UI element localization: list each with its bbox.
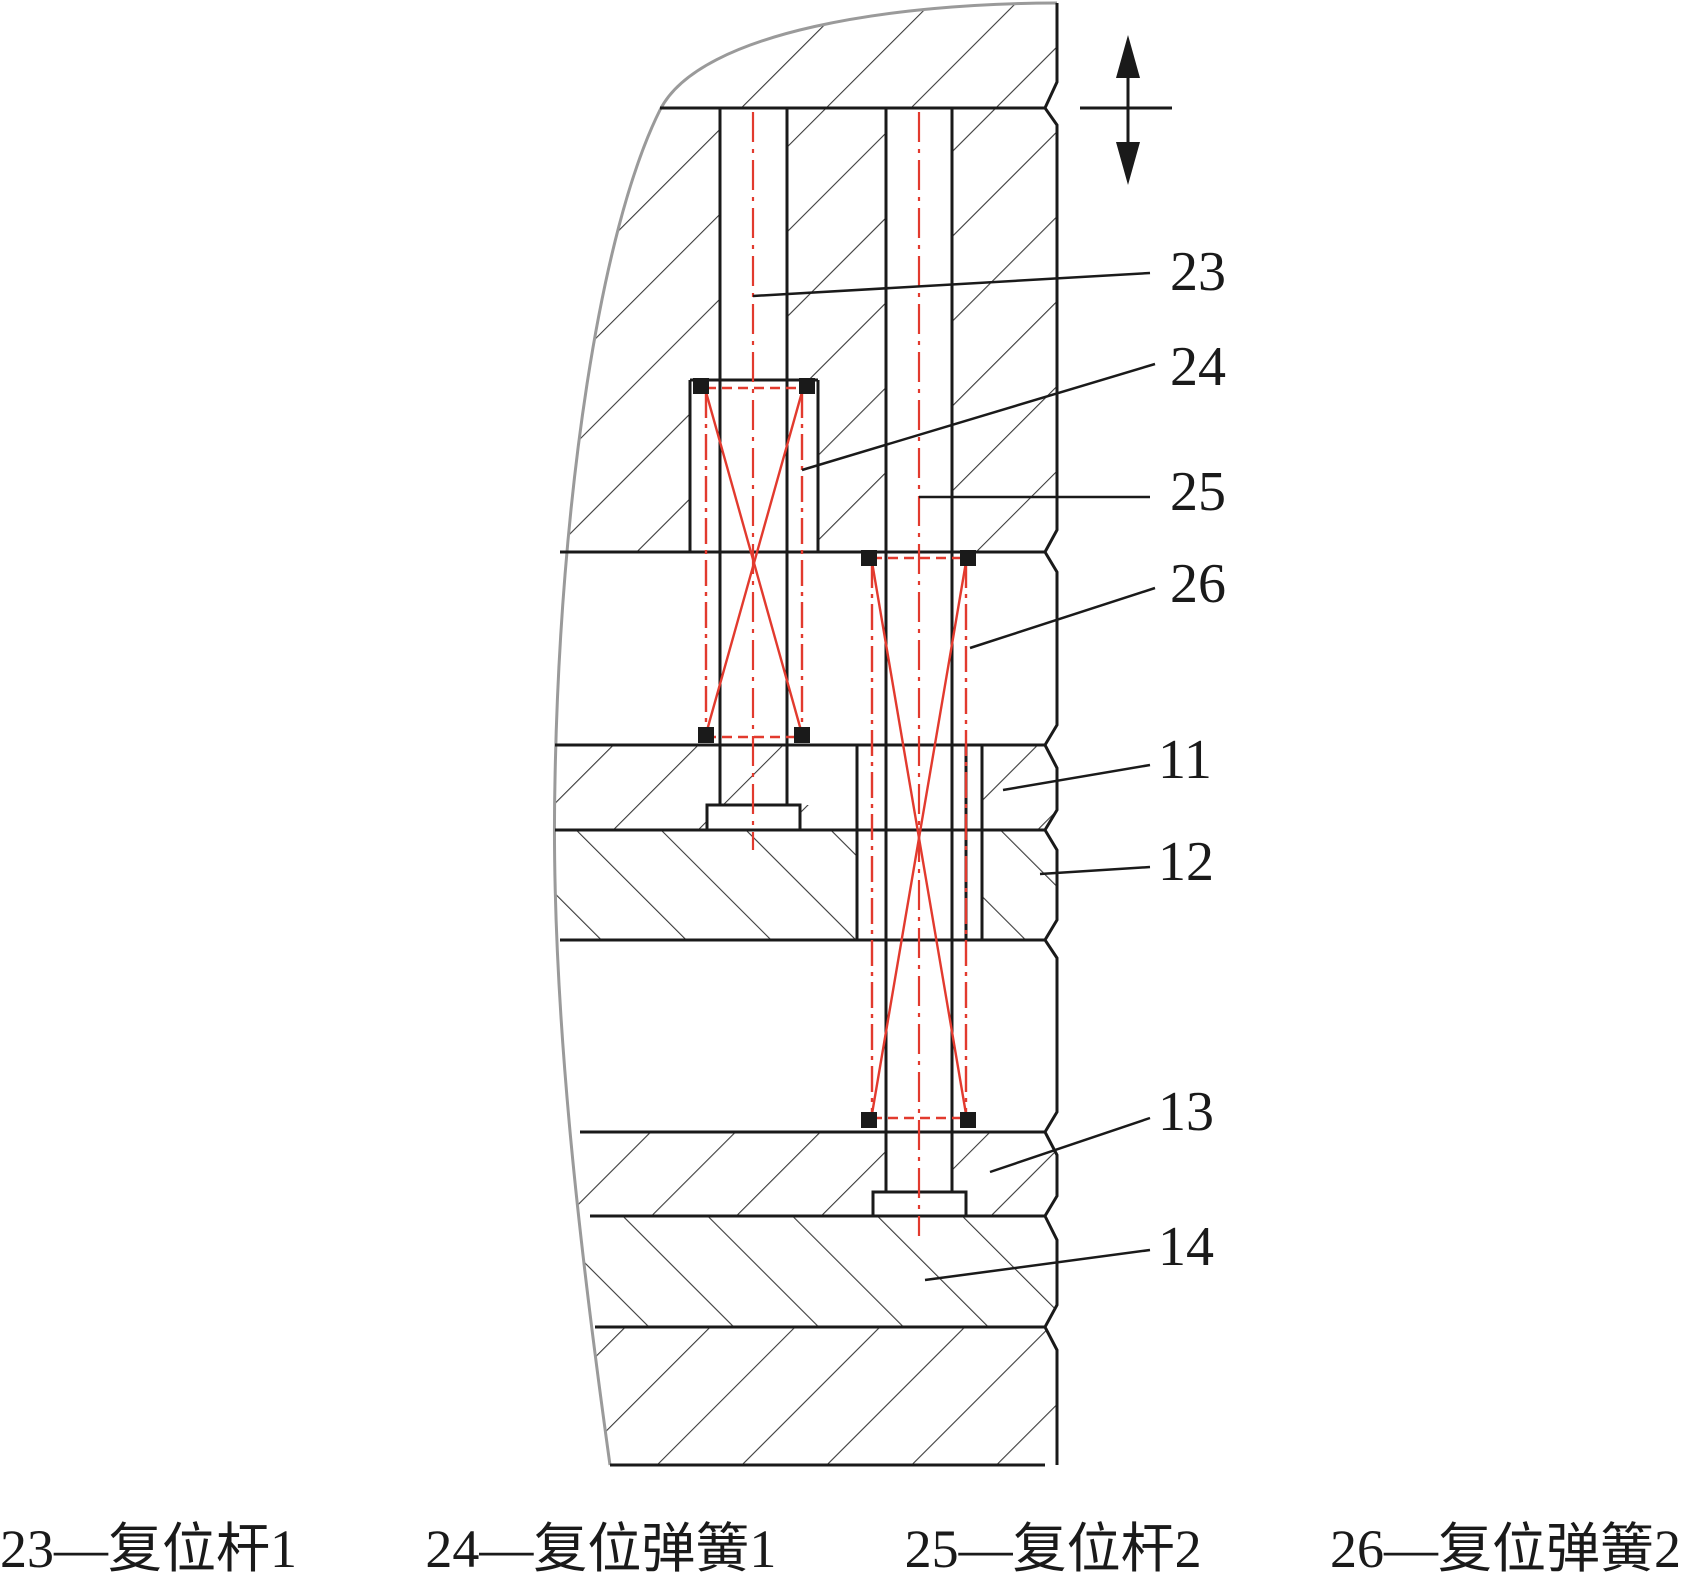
legend: 23—复位杆1 24—复位弹簧1 25—复位杆2 26—复位弹簧2 — [0, 1508, 1681, 1579]
plate-13-right — [952, 1132, 1057, 1216]
plate-14 — [554, 1216, 1057, 1327]
callout-24: 24 — [1170, 336, 1226, 398]
legend-item-23: 23—复位杆1 — [0, 1518, 297, 1579]
plate-group — [554, 3, 1057, 1465]
callout-11: 11 — [1158, 729, 1212, 791]
callout-13: 13 — [1158, 1081, 1214, 1143]
plate-11 — [554, 745, 857, 830]
callout-12: 12 — [1158, 831, 1214, 893]
legend-item-24: 24—复位弹簧1 — [425, 1518, 777, 1579]
centerlines — [751, 112, 921, 1236]
spring-26 — [861, 550, 976, 1128]
top-plate — [600, 3, 1057, 108]
spring-24 — [693, 378, 815, 743]
callout-23: 23 — [1170, 241, 1226, 303]
leader-lines — [752, 271, 1156, 1282]
boundary-curve — [552, 1, 1058, 1466]
bottom-plate — [554, 1327, 1057, 1465]
mold-section-drawing: 23 24 25 26 11 12 13 14 — [552, 1, 1226, 1467]
plate-13 — [554, 1132, 886, 1216]
callout-25: 25 — [1170, 461, 1226, 523]
callout-labels: 23 24 25 26 11 12 13 14 — [1158, 241, 1226, 1278]
callout-26: 26 — [1170, 553, 1226, 615]
motion-double-arrow-icon — [1080, 35, 1172, 185]
upper-plate — [554, 108, 720, 552]
legend-item-26: 26—复位弹簧2 — [1329, 1518, 1681, 1579]
plate-12 — [554, 830, 857, 940]
upper-plate-mid — [787, 108, 886, 552]
legend-item-25: 25—复位杆2 — [904, 1518, 1202, 1579]
plate-12-right — [982, 830, 1057, 940]
outline-lines — [552, 1, 1059, 1467]
upper-plate-right — [952, 108, 1057, 552]
callout-14: 14 — [1158, 1216, 1214, 1278]
